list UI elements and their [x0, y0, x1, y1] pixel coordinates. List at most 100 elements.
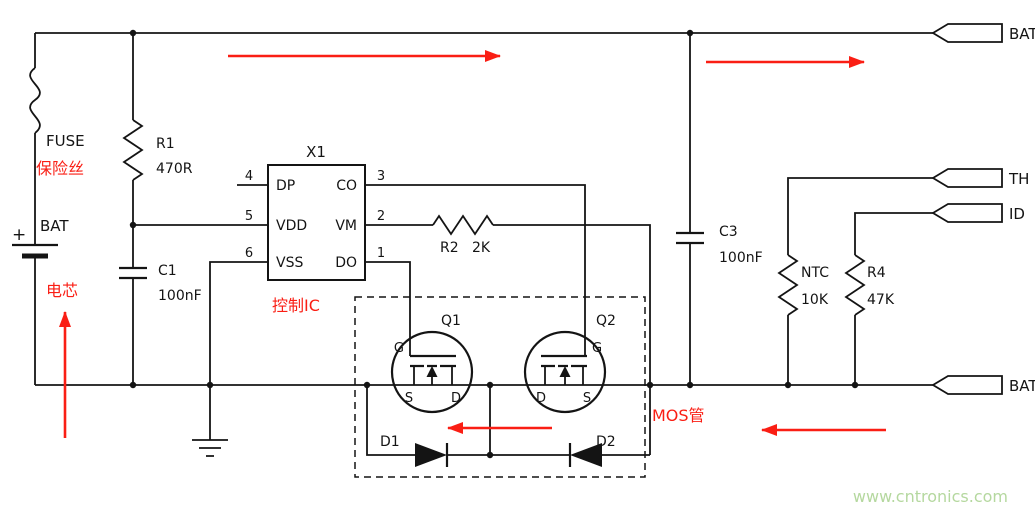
- wire-do-to-q1-gate: [365, 261, 411, 356]
- ic-pin-num-1: 1: [377, 246, 385, 261]
- junction-dot: [646, 381, 654, 389]
- q1-source-label: S: [405, 391, 413, 406]
- q2-ref: Q2: [596, 313, 616, 329]
- ic-pin-dp: DP: [276, 178, 295, 194]
- r4-zigzag: [844, 254, 866, 316]
- current-flow-arrows: [59, 50, 886, 438]
- junction-dot: [129, 381, 137, 389]
- junction-dot: [206, 381, 214, 389]
- junction-dot: [686, 381, 694, 389]
- wire-diode-branch-left: [366, 385, 415, 456]
- ic-pin-num-4: 4: [245, 169, 253, 184]
- junction-dots: [129, 29, 859, 459]
- battery-annotation: 电芯: [46, 281, 78, 300]
- ic-pin-num-3: 3: [377, 169, 385, 184]
- ic-pin-vdd: VDD: [276, 218, 307, 234]
- mosfet-dashed-box: [354, 296, 646, 478]
- ntc-ref: NTC: [801, 265, 829, 281]
- c1-plates: [119, 266, 147, 280]
- junction-dot: [129, 29, 137, 37]
- junction-dot: [784, 381, 792, 389]
- diode-d1: D1: [380, 434, 449, 467]
- ic-annotation: 控制IC: [272, 296, 320, 315]
- ic-pin-num-2: 2: [377, 209, 385, 224]
- watermark: www.cntronics.com: [853, 487, 1008, 506]
- ic-body: [267, 164, 366, 281]
- q1-body-circle: [390, 330, 474, 414]
- q2-source-label: S: [583, 391, 591, 406]
- c3-value: 100nF: [719, 250, 763, 266]
- fuse-label: FUSE: [46, 132, 85, 150]
- wire-vss-to-ground: [209, 261, 268, 440]
- junction-dot: [363, 381, 371, 389]
- q1-body-arrow: [426, 366, 438, 377]
- wires: [34, 32, 933, 456]
- c3-ref: C3: [719, 224, 738, 240]
- battery-label: BAT: [40, 217, 69, 235]
- connector-bat-minus: [931, 375, 1003, 395]
- fuse-symbol: [29, 67, 41, 134]
- mosfet-enclosure: MOS管: [354, 296, 705, 478]
- mosfet-annotation: MOS管: [652, 406, 705, 425]
- r1-ref: R1: [156, 136, 175, 152]
- r1-value: 470R: [156, 161, 193, 177]
- connector-bat-minus-label: BAT-: [1009, 377, 1035, 395]
- q2-body-circle: [523, 330, 607, 414]
- resistor-r1: R1 470R: [122, 119, 193, 181]
- ntc-zigzag: [777, 254, 799, 316]
- connector-bat-plus-label: BAT+: [1009, 25, 1035, 43]
- ic-ref: X1: [306, 143, 326, 161]
- c1-ref: C1: [158, 263, 177, 279]
- battery-plus-sign: +: [12, 225, 26, 245]
- wire-id-to-r4: [854, 212, 933, 385]
- q1-ref: Q1: [441, 313, 461, 329]
- connector-id: [931, 203, 1003, 223]
- fuse-annotation: 保险丝: [36, 159, 84, 178]
- junction-dot: [686, 29, 694, 37]
- capacitor-c3: C3 100nF: [676, 224, 763, 266]
- junction-dot: [129, 221, 137, 229]
- fuse: FUSE 保险丝: [29, 67, 85, 178]
- mosfet-q2: Q2 G D S: [523, 313, 616, 414]
- ic-pin-vss: VSS: [276, 255, 303, 271]
- d1-ref: D1: [380, 434, 400, 450]
- r4-value: 47K: [867, 292, 895, 308]
- junction-dot: [851, 381, 859, 389]
- resistor-r4: R4 47K: [844, 254, 895, 316]
- d2-triangle: [570, 443, 602, 467]
- ic-x1: X1 控制IC DP VDD VSS CO VM DO 4 5 6 3 2 1: [245, 143, 385, 315]
- r2-ref: R2: [440, 240, 459, 256]
- resistor-r2: R2 2K: [432, 214, 494, 256]
- connectors: BAT+ TH ID BAT-: [931, 23, 1035, 395]
- d2-ref: D2: [596, 434, 616, 450]
- junction-dot: [486, 381, 494, 389]
- q2-drain-label: D: [536, 391, 546, 406]
- ground-symbol: [192, 439, 228, 457]
- d1-triangle: [415, 443, 447, 467]
- connector-th-label: TH: [1008, 170, 1029, 188]
- ic-pin-co: CO: [336, 178, 357, 194]
- ic-pin-do: DO: [335, 255, 357, 271]
- ic-pin-num-5: 5: [245, 209, 253, 224]
- q1-gate-label: G: [394, 341, 404, 356]
- ic-pin-num-6: 6: [245, 246, 253, 261]
- thermistor-ntc: NTC 10K: [777, 254, 829, 316]
- connector-bat-plus: [931, 23, 1003, 43]
- junction-dot: [486, 451, 494, 459]
- c1-value: 100nF: [158, 288, 202, 304]
- wire-r2-to-pack-minus: [493, 224, 651, 455]
- r2-value: 2K: [472, 240, 491, 256]
- c3-plates: [676, 231, 704, 245]
- r2-zigzag: [432, 214, 494, 236]
- r1-zigzag: [122, 119, 144, 181]
- r4-ref: R4: [867, 265, 886, 281]
- q2-body-arrow: [559, 366, 571, 377]
- wire-co-to-q2-gate: [365, 184, 586, 356]
- q1-drain-label: D: [451, 391, 461, 406]
- capacitor-c1: C1 100nF: [119, 263, 202, 304]
- diode-d2: D2: [568, 434, 616, 467]
- ic-pin-vm: VM: [335, 218, 357, 234]
- wire-th-to-ntc: [787, 177, 933, 385]
